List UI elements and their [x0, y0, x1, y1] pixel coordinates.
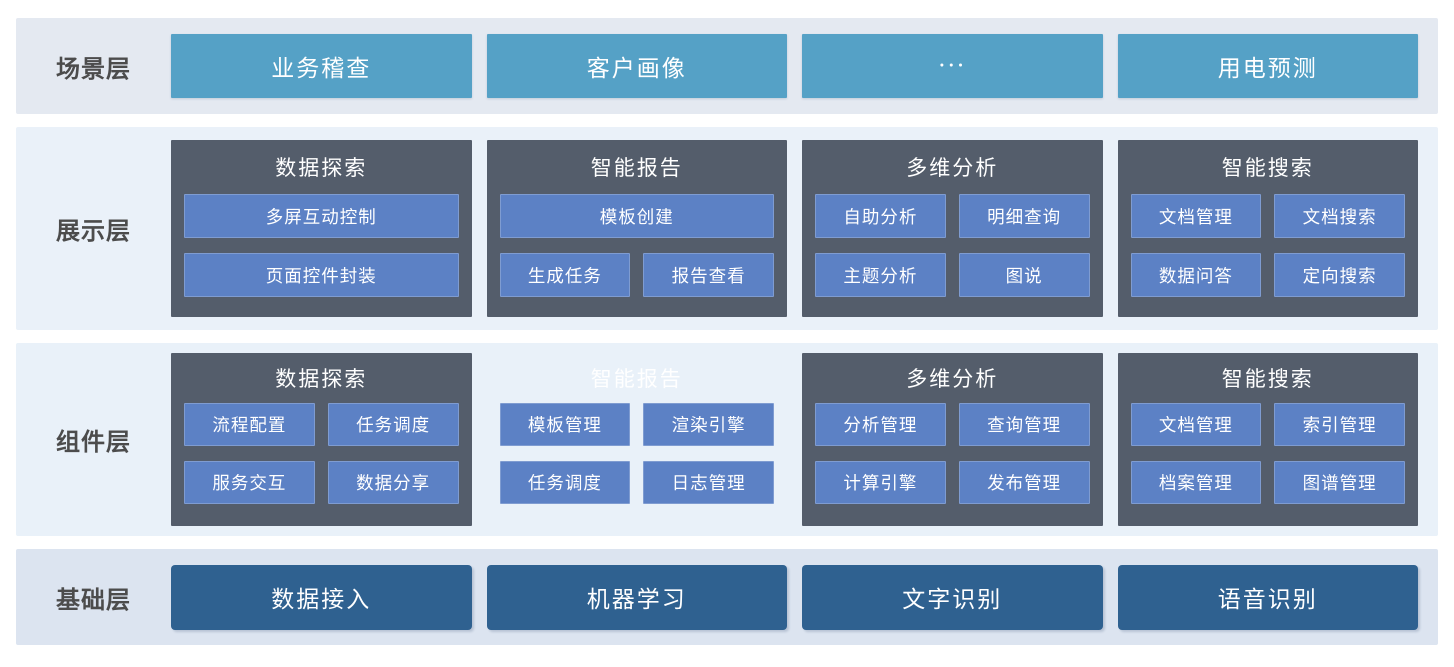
group-rows: 自助分析明细查询主题分析图说: [815, 194, 1090, 297]
module-button: 文档搜索: [1274, 194, 1405, 238]
group-title: 数据探索: [275, 367, 368, 391]
group-row: 流程配置任务调度: [184, 403, 459, 446]
module-button: 任务调度: [499, 461, 631, 504]
module-button: 数据问答: [1130, 253, 1262, 297]
layer-content-presentation: 数据探索多屏互动控制页面控件封装智能报告模板创建生成任务报告查看多维分析自助分析…: [171, 127, 1438, 330]
module-button: 流程配置: [184, 403, 315, 446]
group-title: 智能报告: [590, 367, 683, 391]
module-button: 数据分享: [327, 461, 459, 504]
group-box: 智能报告模板创建生成任务报告查看: [486, 140, 787, 317]
scenario-button: 业务稽查: [171, 34, 472, 98]
module-button: 计算引擎: [815, 461, 946, 504]
group-box: 多维分析自助分析明细查询主题分析图说: [802, 140, 1103, 317]
layer-label-foundation: 基础层: [56, 586, 131, 614]
layer-label-scenario: 场景层: [56, 55, 131, 83]
module-button: 图谱管理: [1274, 461, 1405, 504]
foundation-button: 语音识别: [1117, 564, 1418, 630]
group-row: 自助分析明细查询: [815, 194, 1090, 238]
scenario-button: 客户画像: [486, 34, 787, 98]
module-button: 日志管理: [643, 461, 774, 504]
layer-presentation: 展示层 数据探索多屏互动控制页面控件封装智能报告模板创建生成任务报告查看多维分析…: [16, 127, 1438, 330]
group-rows: 多屏互动控制页面控件封装: [184, 194, 459, 297]
module-button: 定向搜索: [1274, 253, 1405, 297]
group-rows: 流程配置任务调度服务交互数据分享: [184, 403, 459, 504]
group-row: 数据问答定向搜索: [1130, 253, 1405, 297]
scenario-button: 用电预测: [1117, 34, 1418, 98]
group-box: 数据探索多屏互动控制页面控件封装: [171, 140, 472, 317]
group-row: 任务调度日志管理: [499, 461, 774, 504]
layer-content-foundation: 数据接入机器学习文字识别语音识别: [171, 549, 1438, 645]
module-button: 主题分析: [815, 253, 946, 297]
group-box: 智能搜索文档管理索引管理档案管理图谱管理: [1117, 353, 1418, 526]
foundation-button: 机器学习: [486, 564, 787, 630]
module-button: 任务调度: [327, 403, 459, 446]
module-button: 查询管理: [958, 403, 1090, 446]
module-button: 服务交互: [184, 461, 315, 504]
scenario-button: ···: [802, 34, 1103, 98]
group-row: 文档管理索引管理: [1130, 403, 1405, 446]
module-button: 渲染引擎: [643, 403, 774, 446]
group-title: 智能搜索: [1221, 367, 1314, 391]
group-row: 服务交互数据分享: [184, 461, 459, 504]
layer-content-scenario: 业务稽查客户画像···用电预测: [171, 18, 1438, 114]
layer-label-component: 组件层: [56, 429, 131, 456]
layer-component: 组件层 数据探索流程配置任务调度服务交互数据分享智能报告模板管理渲染引擎任务调度…: [16, 343, 1438, 536]
layer-foundation: 基础层 数据接入机器学习文字识别语音识别: [16, 549, 1438, 645]
layer-content-component: 数据探索流程配置任务调度服务交互数据分享智能报告模板管理渲染引擎任务调度日志管理…: [171, 343, 1438, 536]
module-button: 生成任务: [499, 253, 631, 297]
group-box: 数据探索流程配置任务调度服务交互数据分享: [171, 353, 472, 526]
module-button: 报告查看: [643, 253, 774, 297]
group-row: 文档管理文档搜索: [1130, 194, 1405, 238]
group-row: 模板创建: [499, 194, 774, 238]
group-rows: 文档管理文档搜索数据问答定向搜索: [1130, 194, 1405, 297]
group-title: 数据探索: [275, 156, 368, 180]
group-row: 模板管理渲染引擎: [499, 403, 774, 446]
group-title: 多维分析: [906, 156, 999, 180]
module-button: 发布管理: [958, 461, 1090, 504]
module-button: 模板管理: [499, 403, 631, 446]
module-button: 多屏互动控制: [184, 194, 459, 238]
group-rows: 模板管理渲染引擎任务调度日志管理: [499, 403, 774, 504]
group-box: 智能搜索文档管理文档搜索数据问答定向搜索: [1117, 140, 1418, 317]
group-row: 档案管理图谱管理: [1130, 461, 1405, 504]
group-rows: 分析管理查询管理计算引擎发布管理: [815, 403, 1090, 504]
module-button: 索引管理: [1274, 403, 1405, 446]
group-title: 智能报告: [590, 156, 683, 180]
group-row: 计算引擎发布管理: [815, 461, 1090, 504]
group-row: 页面控件封装: [184, 253, 459, 297]
group-unboxed: 智能报告模板管理渲染引擎任务调度日志管理: [487, 353, 788, 526]
group-rows: 模板创建生成任务报告查看: [499, 194, 774, 297]
foundation-button: 数据接入: [171, 564, 472, 630]
group-row: 生成任务报告查看: [499, 253, 774, 297]
group-row: 主题分析图说: [815, 253, 1090, 297]
module-button: 图说: [958, 253, 1090, 297]
group-row: 多屏互动控制: [184, 194, 459, 238]
group-title: 智能搜索: [1221, 156, 1314, 180]
module-button: 明细查询: [958, 194, 1090, 238]
module-button: 自助分析: [815, 194, 946, 238]
layer-scenario: 场景层 业务稽查客户画像···用电预测: [16, 18, 1438, 114]
group-box: 多维分析分析管理查询管理计算引擎发布管理: [802, 353, 1103, 526]
module-button: 文档管理: [1130, 403, 1262, 446]
module-button: 档案管理: [1130, 461, 1262, 504]
module-button: 页面控件封装: [184, 253, 459, 297]
group-title: 多维分析: [906, 367, 999, 391]
module-button: 文档管理: [1130, 194, 1262, 238]
module-button: 分析管理: [815, 403, 946, 446]
module-button: 模板创建: [499, 194, 774, 238]
group-rows: 文档管理索引管理档案管理图谱管理: [1130, 403, 1405, 504]
foundation-button: 文字识别: [802, 564, 1103, 630]
layer-label-presentation: 展示层: [56, 218, 131, 245]
group-row: 分析管理查询管理: [815, 403, 1090, 446]
